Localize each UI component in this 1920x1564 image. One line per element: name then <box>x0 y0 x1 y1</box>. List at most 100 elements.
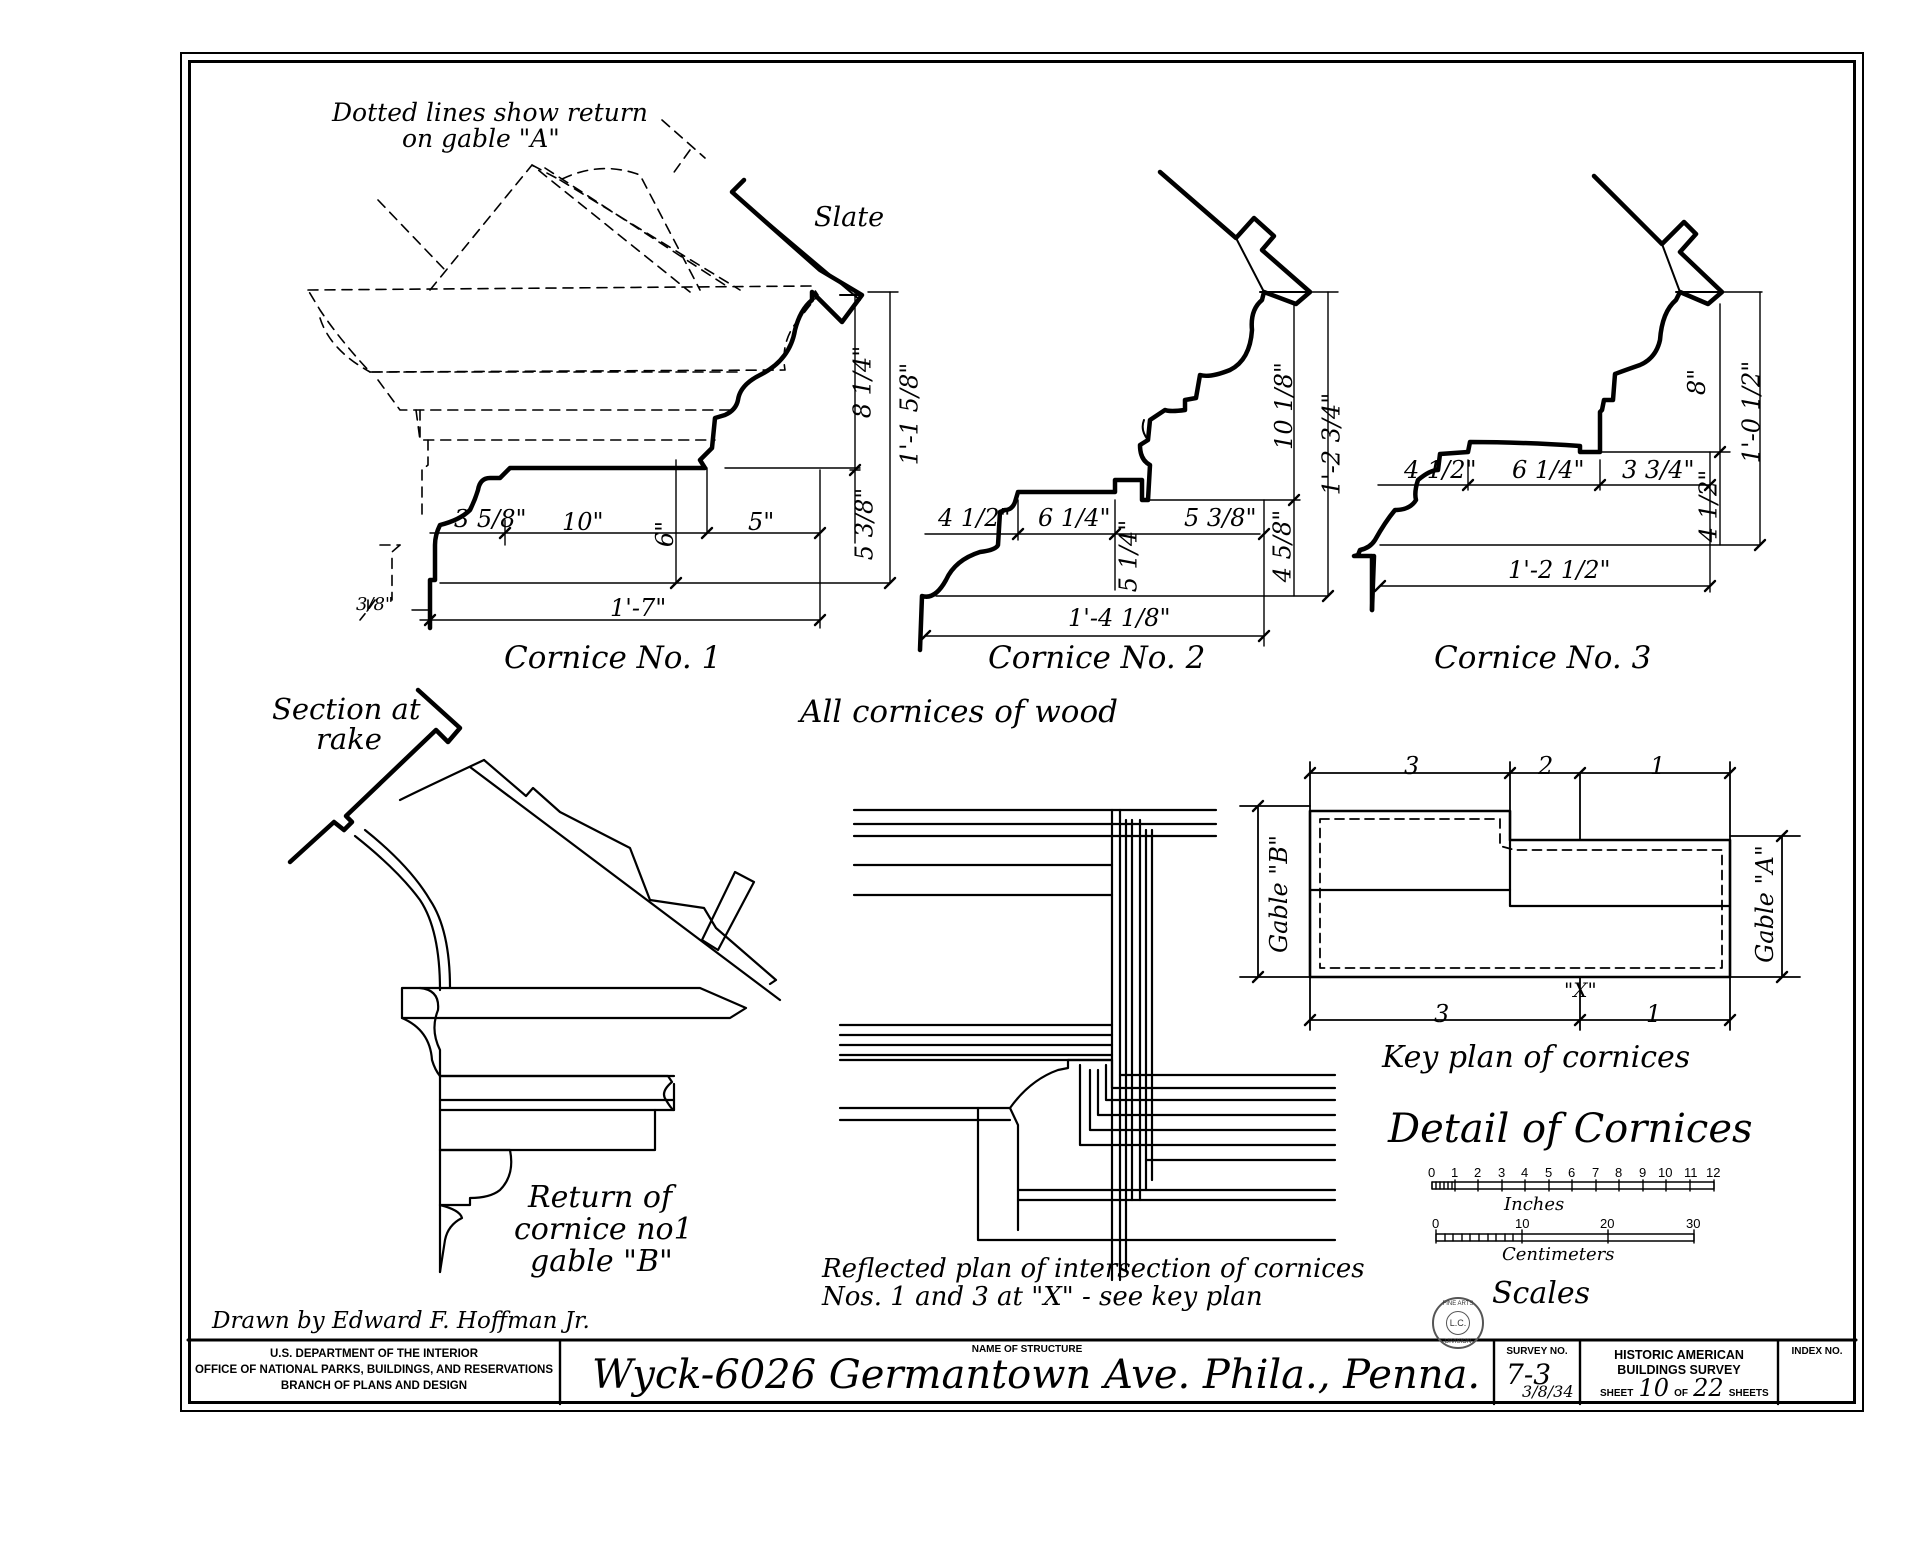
key-plan-gable-b: Gable "B" <box>1265 834 1294 954</box>
cornice-3-label: Cornice No. 3 <box>1434 640 1652 676</box>
cm-tick-20: 20 <box>1600 1216 1615 1231</box>
sheet-total: 22 <box>1693 1374 1724 1402</box>
note-return-line3: gable "B" <box>530 1244 673 1279</box>
sheet-number: 10 <box>1638 1374 1669 1402</box>
sheet-count: SHEET 10 OF 22 SHEETS <box>1600 1374 1769 1402</box>
seal-bottom-text: DIVISION <box>1444 1339 1472 1345</box>
of-label: OF <box>1674 1388 1688 1399</box>
detail-of-cornices-title: Detail of Cornices <box>1388 1106 1753 1152</box>
c2-dim-10-1-8: 10 1/8" <box>1269 362 1298 450</box>
c1-dim-5: 5" <box>748 508 775 536</box>
cornice-2-label: Cornice No. 2 <box>988 640 1206 676</box>
cm-scale-label: Centimeters <box>1502 1244 1615 1265</box>
index-no-label: INDEX NO. <box>1791 1346 1843 1357</box>
sheet-label: SHEET <box>1600 1388 1634 1399</box>
c1-dim-1-1-5-8: 1'-1 5/8" <box>895 362 924 466</box>
inch-tick-3: 3 <box>1498 1165 1506 1180</box>
inch-tick-2: 2 <box>1474 1165 1482 1180</box>
key-plan-gable-a: Gable "A" <box>1750 845 1779 963</box>
note-slate: Slate <box>814 202 885 233</box>
c2-dim-5-1-4: 5 1/4" <box>1114 519 1143 593</box>
habs-line-2: BUILDINGS SURVEY <box>1617 1363 1741 1377</box>
cornice-1-label: Cornice No. 1 <box>504 640 722 676</box>
sheets-label: SHEETS <box>1728 1388 1769 1399</box>
note-reflected-plan-line2: Nos. 1 and 3 at "X" - see key plan <box>822 1282 1263 1312</box>
c2-dim-1-4-1-8: 1'-4 1/8" <box>1068 604 1171 632</box>
c1-dim-10: 10" <box>562 508 604 536</box>
inch-tick-6: 6 <box>1568 1165 1576 1180</box>
c1-dim-1-7: 1'-7" <box>610 594 667 622</box>
c1-dim-3-8: 3/8" <box>356 594 394 615</box>
cornice-2-profile <box>917 169 1339 653</box>
c3-dim-3-3-4: 3 3/4" <box>1622 456 1695 484</box>
cm-tick-10: 10 <box>1515 1216 1530 1231</box>
title-block-survey: SURVEY NO. 7-3 3/8/34 <box>1496 1342 1578 1402</box>
inch-tick-12: 12 <box>1706 1165 1721 1180</box>
title-block-habs: HISTORIC AMERICAN BUILDINGS SURVEY SHEET… <box>1582 1342 1776 1402</box>
key-plan-bottom-dim-3: 3 <box>1434 1000 1450 1028</box>
dept-line-2: OFFICE OF NATIONAL PARKS, BUILDINGS, AND… <box>194 1364 553 1376</box>
note-return-line2: cornice no1 <box>514 1212 693 1247</box>
inch-tick-10: 10 <box>1658 1165 1673 1180</box>
note-return-line1: Return of <box>528 1180 673 1215</box>
key-plan-x-mark: "X" <box>1564 978 1597 1002</box>
c2-dim-4-1-2: 4 1/2" <box>938 504 1011 532</box>
c3-dim-1-2-1-2: 1'-2 1/2" <box>1508 556 1611 584</box>
inch-tick-8: 8 <box>1615 1165 1623 1180</box>
library-of-congress-seal: FINE ARTS L.C. DIVISION <box>1432 1297 1484 1349</box>
cm-tick-0: 0 <box>1432 1216 1440 1231</box>
section-at-rake <box>287 687 782 1274</box>
seal-center-text: L.C. <box>1446 1311 1470 1335</box>
survey-date: 3/8/34 <box>1522 1382 1574 1401</box>
key-plan-title: Key plan of cornices <box>1382 1040 1691 1075</box>
inch-tick-9: 9 <box>1639 1165 1647 1180</box>
inch-scale-label: Inches <box>1504 1194 1565 1215</box>
sheet-border-inner <box>188 60 1856 1404</box>
note-drawn-by: Drawn by Edward F. Hoffman Jr. <box>212 1308 590 1334</box>
c3-dim-6-1-4: 6 1/4" <box>1512 456 1585 484</box>
reflected-plan <box>838 808 1337 1282</box>
inch-tick-7: 7 <box>1592 1165 1600 1180</box>
sheet-border-outer <box>180 52 1864 1412</box>
name-of-structure-label: NAME OF STRUCTURE <box>971 1344 1083 1355</box>
title-block-lines <box>186 1338 1858 1406</box>
c1-dim-5-3-8: 5 3/8" <box>850 487 879 561</box>
c1-dim-3-5-8: 3 5/8" <box>454 505 527 533</box>
key-plan-bottom-dim-1: 1 <box>1646 1000 1662 1028</box>
scales-title: Scales <box>1492 1276 1590 1311</box>
note-reflected-plan-line1: Reflected plan of intersection of cornic… <box>822 1254 1365 1284</box>
c2-dim-4-5-8: 4 5/8" <box>1268 509 1297 583</box>
c3-dim-4-1-2-vert: 4 1/2" <box>1694 469 1723 543</box>
cornice-3-profile <box>1351 173 1767 613</box>
cornice-1-profile <box>307 119 899 631</box>
note-section-at-rake-line2: rake <box>316 722 382 756</box>
c1-dim-6: 6" <box>651 520 680 548</box>
survey-no-label: SURVEY NO. <box>1506 1346 1568 1357</box>
key-plan <box>1239 761 1801 1031</box>
cm-tick-30: 30 <box>1686 1216 1701 1231</box>
inch-tick-5: 5 <box>1545 1165 1553 1180</box>
c2-dim-5-3-8: 5 3/8" <box>1184 504 1257 532</box>
title-block-structure: NAME OF STRUCTURE Wyck-6026 Germantown A… <box>562 1342 1492 1402</box>
c2-dim-1-2-3-4: 1'-2 3/4" <box>1317 392 1346 496</box>
key-plan-top-dim-3: 3 <box>1404 752 1420 780</box>
structure-name: Wyck-6026 Germantown Ave. Phila., Penna. <box>592 1352 1481 1398</box>
dept-line-3: BRANCH OF PLANS AND DESIGN <box>280 1380 468 1392</box>
c3-dim-1-0-1-2: 1'-0 1/2" <box>1737 360 1766 464</box>
seal-top-text: FINE ARTS <box>1442 1301 1474 1307</box>
title-block-department: U.S. DEPARTMENT OF THE INTERIOR OFFICE O… <box>190 1342 558 1402</box>
note-section-at-rake-line1: Section at <box>272 692 421 726</box>
inch-tick-0: 0 <box>1428 1165 1436 1180</box>
c3-dim-8: 8" <box>1683 368 1712 396</box>
c3-dim-4-1-2: 4 1/2" <box>1404 456 1477 484</box>
key-plan-top-dim-2: 2 <box>1538 752 1554 780</box>
inch-tick-1: 1 <box>1451 1165 1459 1180</box>
graphic-scales <box>1431 1179 1715 1244</box>
survey-number: 7-3 <box>1506 1358 1552 1391</box>
title-block-index: INDEX NO. <box>1780 1342 1854 1402</box>
inch-tick-4: 4 <box>1521 1165 1529 1180</box>
note-dotted-lines-line1: Dotted lines show return <box>332 98 648 127</box>
note-dotted-lines-line2: on gable "A" <box>402 124 560 153</box>
